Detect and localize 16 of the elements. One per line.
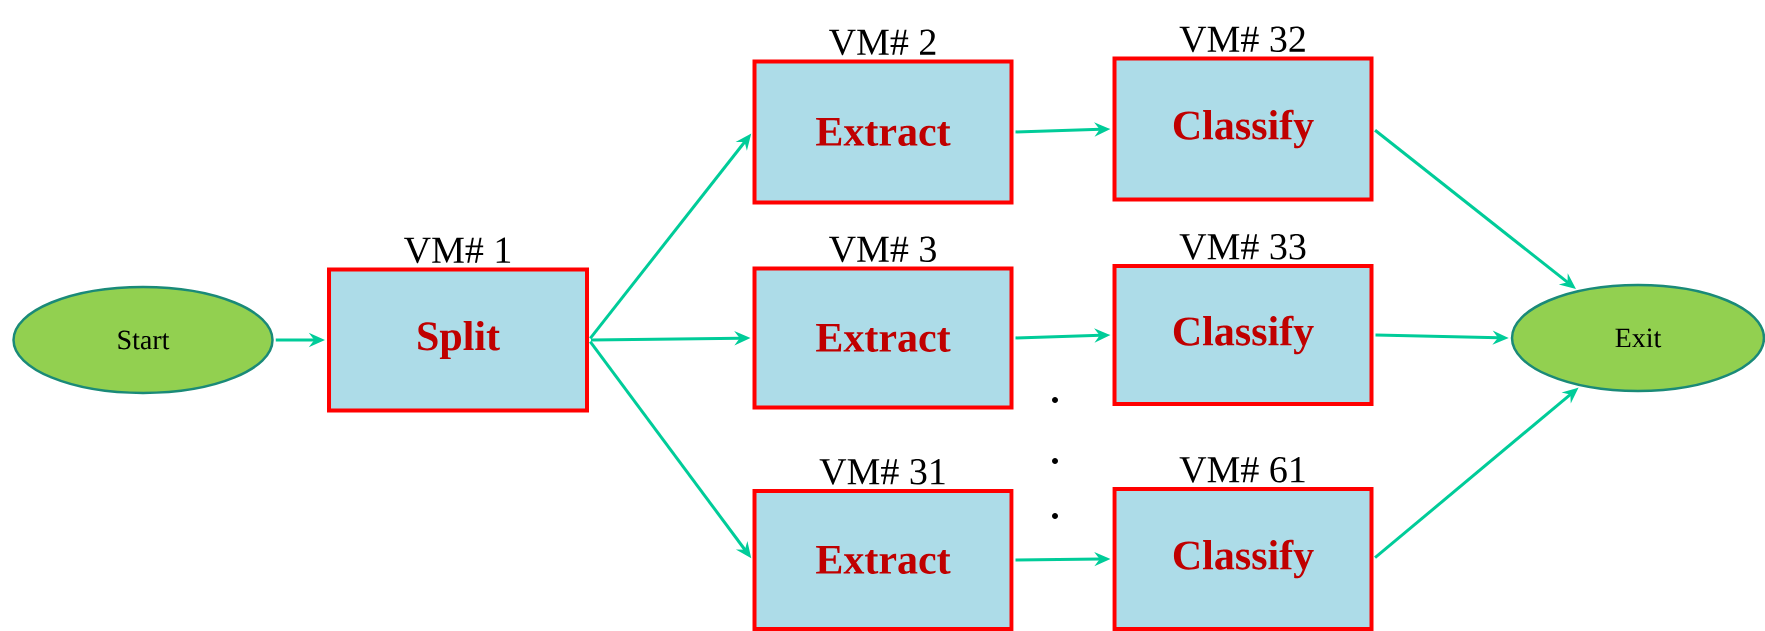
process-box: Extract — [752, 59, 1014, 205]
process-box: Split — [327, 267, 589, 413]
process-box: Classify — [1112, 487, 1374, 631]
process-box: Extract — [752, 266, 1014, 410]
vm-label: VM# 31 — [819, 459, 945, 485]
vm-label: VM# 3 — [829, 236, 936, 263]
vm-label: VM# 32 — [1179, 26, 1305, 53]
vm-label: VM# 2 — [829, 29, 936, 56]
vm-label: VM# 61 — [1179, 457, 1305, 483]
process-box: Extract — [752, 489, 1014, 631]
oval-node: Start — [12, 285, 274, 395]
vm-label: VM# 1 — [404, 237, 511, 264]
vm-label: VM# 33 — [1179, 234, 1306, 260]
oval-node: Exit — [1510, 283, 1765, 393]
process-box: Classify — [1112, 56, 1374, 202]
process-box: Classify — [1112, 264, 1374, 406]
